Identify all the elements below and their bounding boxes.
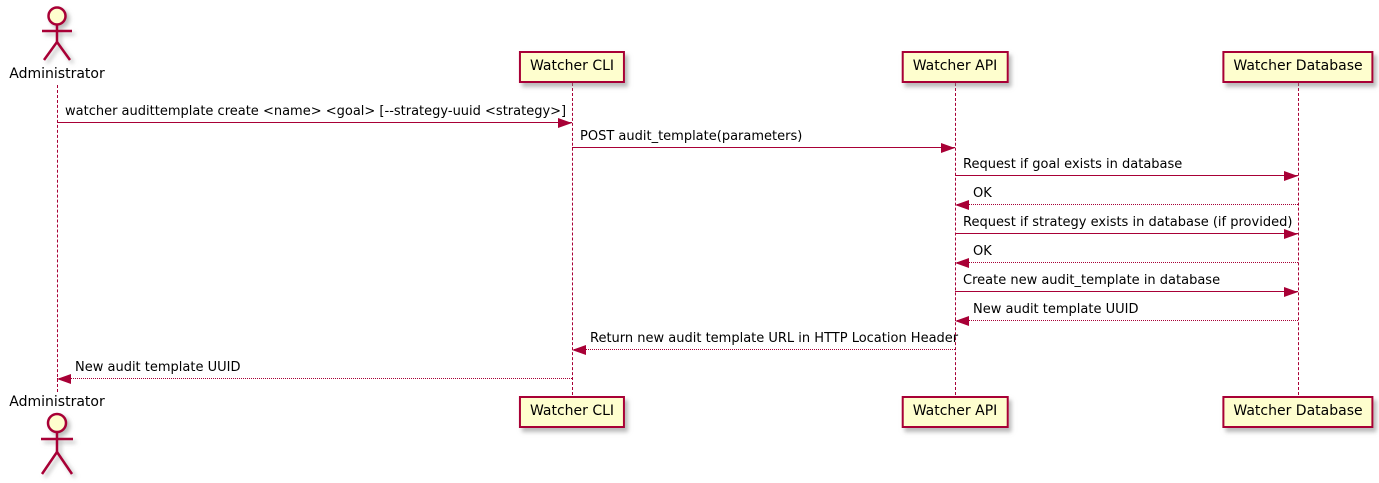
- message-label: Return new audit template URL in HTTP Lo…: [590, 331, 959, 346]
- message-arrowhead: [1284, 171, 1298, 181]
- message-line: [955, 291, 1298, 292]
- message-line: [955, 175, 1298, 176]
- message-line: [572, 349, 955, 350]
- message-line: [955, 262, 1298, 263]
- actor-figure-top: [42, 6, 72, 61]
- lifeline-administrator: [57, 85, 58, 392]
- message-arrowhead: [955, 200, 969, 210]
- participant-watcher-database-top: Watcher Database: [1222, 51, 1374, 83]
- message-arrowhead: [1284, 229, 1298, 239]
- participant-watcher-cli-bottom: Watcher CLI: [518, 396, 626, 428]
- message-line: [572, 147, 955, 148]
- message-arrowhead: [941, 143, 955, 153]
- message-label: OK: [973, 244, 992, 259]
- message-arrowhead: [955, 258, 969, 268]
- message-arrowhead: [57, 374, 71, 384]
- participant-watcher-database-bottom: Watcher Database: [1222, 396, 1374, 428]
- message-label: watcher audittemplate create <name> <goa…: [65, 104, 567, 119]
- message-line: [57, 122, 572, 123]
- participant-watcher-api-bottom: Watcher API: [901, 396, 1009, 428]
- message-line: [955, 320, 1298, 321]
- participant-watcher-cli-top: Watcher CLI: [518, 51, 626, 83]
- lifeline-watcher-cli: [572, 83, 573, 395]
- message-arrowhead: [558, 118, 572, 128]
- message-line: [955, 204, 1298, 205]
- message-arrowhead: [1284, 287, 1298, 297]
- message-line: [57, 378, 572, 379]
- actor-figure-bottom: [40, 412, 74, 475]
- message-label: New audit template UUID: [75, 360, 241, 375]
- message-label: Create new audit_template in database: [963, 273, 1221, 288]
- message-label: POST audit_template(parameters): [580, 129, 803, 144]
- actor-label-bottom: Administrator: [9, 394, 105, 410]
- actor-label-top: Administrator: [9, 66, 105, 82]
- message-arrowhead: [572, 345, 586, 355]
- message-label: New audit template UUID: [973, 302, 1139, 317]
- message-label: OK: [973, 186, 992, 201]
- lifeline-watcher-database: [1298, 83, 1299, 395]
- message-line: [955, 233, 1298, 234]
- message-label: Request if strategy exists in database (…: [963, 215, 1293, 230]
- message-label: Request if goal exists in database: [963, 157, 1183, 172]
- lifeline-watcher-api: [955, 83, 956, 395]
- message-arrowhead: [955, 316, 969, 326]
- participant-watcher-api-top: Watcher API: [901, 51, 1009, 83]
